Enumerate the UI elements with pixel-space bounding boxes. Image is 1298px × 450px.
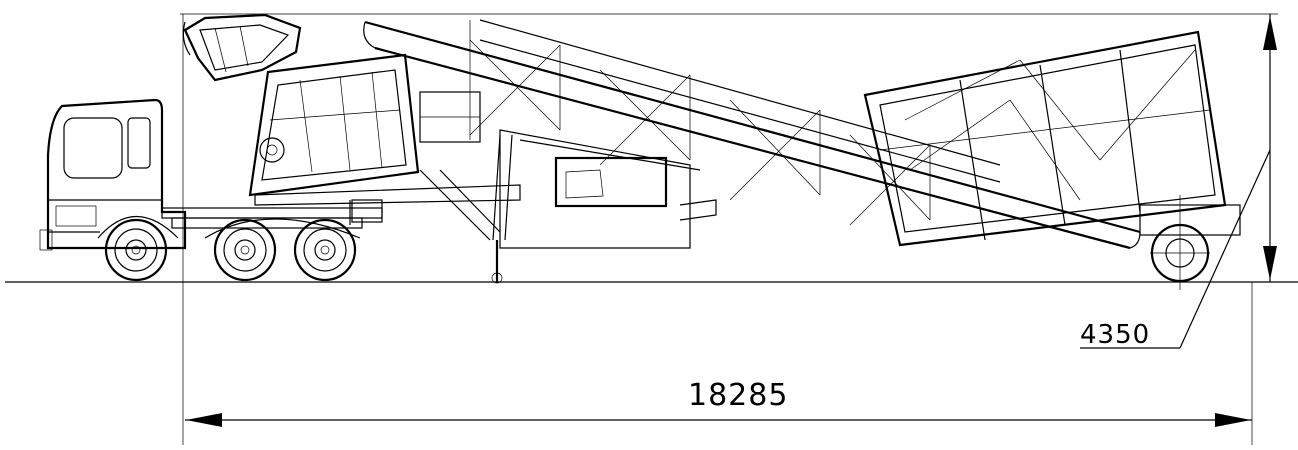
truck-wheel-front xyxy=(104,218,168,282)
height-dimension-label: 4350 xyxy=(1080,320,1150,350)
length-dimension-label: 18285 xyxy=(688,378,788,413)
base-frame xyxy=(254,129,717,249)
length-dimension xyxy=(185,413,1252,427)
rear-axle-wheel xyxy=(1139,195,1241,290)
mixer-unit xyxy=(248,53,481,197)
truck-wheel-rear-1 xyxy=(213,218,277,282)
aggregate-bins xyxy=(863,30,1227,247)
truck-wheel-rear-2 xyxy=(293,218,357,282)
truck-cab xyxy=(39,98,187,251)
upper-skip-hopper xyxy=(182,13,302,82)
inclined-conveyor-truss xyxy=(363,19,1141,250)
support-leg xyxy=(419,134,513,284)
height-dimension xyxy=(1080,14,1277,349)
